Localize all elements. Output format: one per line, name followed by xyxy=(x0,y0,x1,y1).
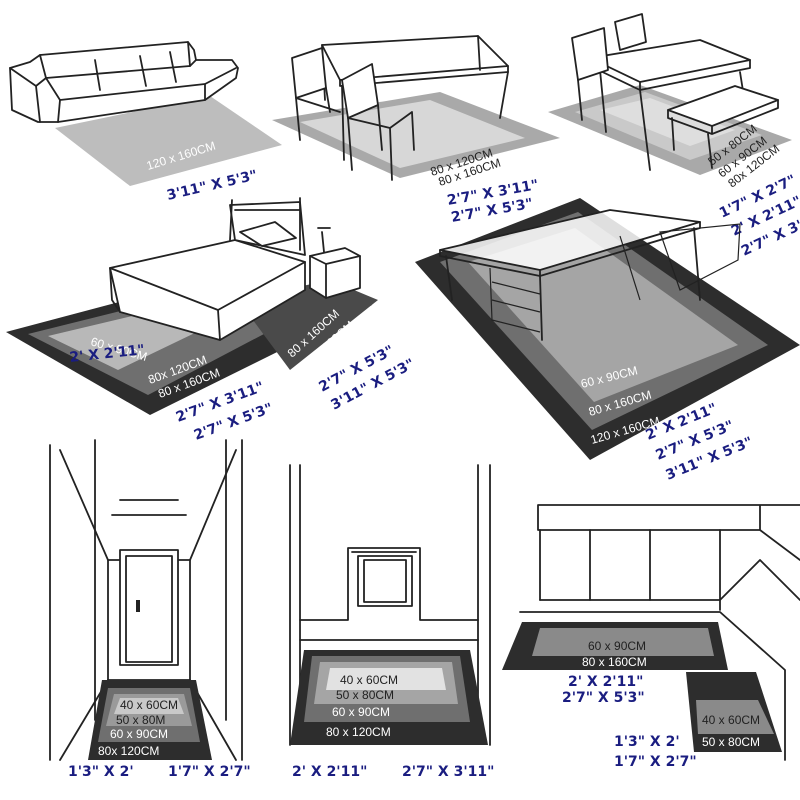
entry-rug-label-2: 50 x 80CM xyxy=(336,688,394,702)
bench-scene: 50 x 80CM 60 x 90CM 80x 120CM 1'7" X 2'7… xyxy=(548,13,800,260)
entry-walls xyxy=(289,464,491,746)
kitchen-imperial-4: 1'7" X 2'7" xyxy=(614,754,697,770)
bed-imperial-1: 2' X 2'11" xyxy=(69,342,146,366)
kitchen-rug-short-inner xyxy=(696,700,774,734)
kitchen-imperial-2: 2'7" X 5'3" xyxy=(562,690,645,706)
kitchen-rug-long-inner xyxy=(532,628,714,656)
hallway-walls xyxy=(49,439,243,761)
hallway-imperial-2: 1'7" X 2'7" xyxy=(168,764,251,780)
hallway-rug-label-3: 60 x 90CM xyxy=(110,727,168,741)
entry-rug-label-1: 40 x 60CM xyxy=(340,673,398,687)
bench-table xyxy=(589,39,751,83)
entry-rug-label-4: 80 x 120CM xyxy=(326,725,391,739)
nightstand xyxy=(309,247,361,299)
entry-door xyxy=(357,555,413,607)
sofa-imperial: 3'11" X 5'3" xyxy=(165,168,259,204)
hallway-rug-tiny xyxy=(114,698,184,714)
kitchen-scene: 60 x 90CM 80 x 160CM 40 x 60CM 50 x 80CM… xyxy=(502,504,800,770)
dining-scene: 80 x 120CM 80 x 160CM 2'7" X 3'11" 2'7" … xyxy=(272,35,560,226)
kitchen-rug-label-2: 80 x 160CM xyxy=(582,655,647,669)
sofa-rug xyxy=(55,96,282,186)
entry-rug-label-3: 60 x 90CM xyxy=(332,705,390,719)
kitchen-cabinets xyxy=(537,504,800,561)
hallway-rug-label-4: 80x 120CM xyxy=(98,744,159,758)
entry-imperial-2: 2'7" X 3'11" xyxy=(402,764,494,780)
desk-scene: 60 x 90CM 80 x 160CM 120 x 160CM 2' X 2'… xyxy=(415,198,800,484)
kitchen-imperial-3: 1'3" X 2' xyxy=(614,734,680,750)
hallway-scene: 40 x 60CM 50 x 80M 60 x 90CM 80x 120CM 1… xyxy=(49,439,251,780)
hallway-rug-label-1: 40 x 60CM xyxy=(120,698,178,712)
kitchen-rug-label-3: 40 x 60CM xyxy=(702,713,760,727)
sofa-illustration xyxy=(9,41,239,123)
entry-rug-tiny xyxy=(326,668,446,690)
hallway-door xyxy=(119,549,179,666)
entry-imperial-1: 2' X 2'11" xyxy=(292,764,367,780)
kitchen-imperial-1: 2' X 2'11" xyxy=(568,674,643,690)
sofa-scene: 120 x 160CM 3'11" X 5'3" xyxy=(9,41,282,204)
entry-scene: 40 x 60CM 50 x 80CM 60 x 90CM 80 x 120CM… xyxy=(289,464,494,780)
bed-scene: 60 x 90CM 80x 120CM 80 x 160CM 80 x 160C… xyxy=(6,197,417,444)
kitchen-rug-label-1: 60 x 90CM xyxy=(588,639,646,653)
hallway-rug-label-2: 50 x 80M xyxy=(116,713,165,727)
desk-rug-small xyxy=(468,228,738,402)
hallway-imperial-1: 1'3" X 2' xyxy=(68,764,134,780)
kitchen-rug-label-4: 50 x 80CM xyxy=(702,735,760,749)
